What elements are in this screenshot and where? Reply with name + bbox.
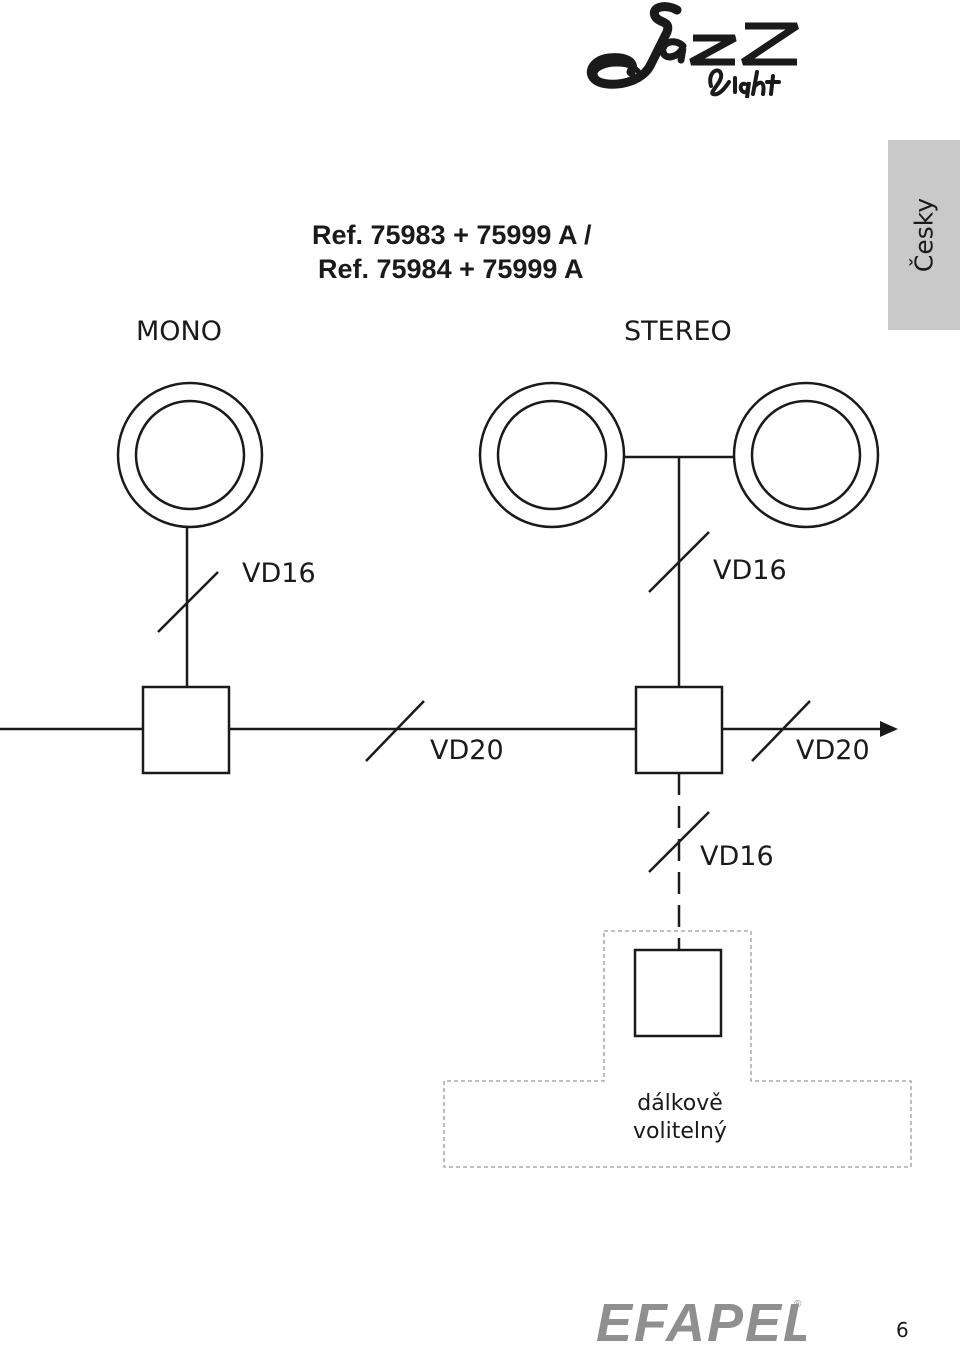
stereo-speaker-right-icon — [732, 381, 880, 529]
page-number: 6 — [896, 1318, 909, 1342]
stereo-cable-label: VD16 — [713, 555, 787, 586]
remote-module-box — [633, 948, 723, 1038]
mono-module-box — [141, 685, 231, 775]
efapel-logo: EFAPEL ® — [596, 1293, 806, 1349]
bus-cable-2-slash — [751, 700, 811, 762]
mono-label: MONO — [136, 316, 222, 347]
stereo-label: STEREO — [624, 316, 732, 347]
mono-speaker-icon — [116, 381, 264, 529]
remote-cable-label: VD16 — [700, 841, 774, 872]
stereo-cable-slash — [648, 531, 710, 593]
reference-line-1: Ref. 75983 + 75999 A / — [312, 220, 592, 250]
remote-cable-slash — [648, 811, 710, 873]
bus-cable-2-label: VD20 — [796, 735, 870, 766]
optional-remote-outline — [443, 930, 912, 1168]
remote-note-line-2: volitelný — [633, 1119, 727, 1144]
bus-cable-1-slash — [365, 700, 425, 762]
mono-cable-label: VD16 — [242, 558, 316, 589]
stereo-speaker-left-icon — [478, 381, 626, 529]
remote-note-line-1: dálkově — [637, 1091, 723, 1116]
remote-optional-note: dálkově volitelný — [600, 1090, 760, 1146]
svg-text:®: ® — [794, 1299, 802, 1310]
stereo-module-box — [634, 685, 724, 775]
language-tab: Česky — [888, 140, 960, 330]
mono-cable-slash — [157, 571, 219, 633]
bus-arrowhead-icon — [880, 721, 898, 737]
svg-text:EFAPEL: EFAPEL — [596, 1293, 806, 1349]
bus-cable-1-label: VD20 — [430, 735, 504, 766]
jazz-light-logo — [586, 2, 799, 98]
reference-line-2: Ref. 75984 + 75999 A — [318, 254, 584, 284]
